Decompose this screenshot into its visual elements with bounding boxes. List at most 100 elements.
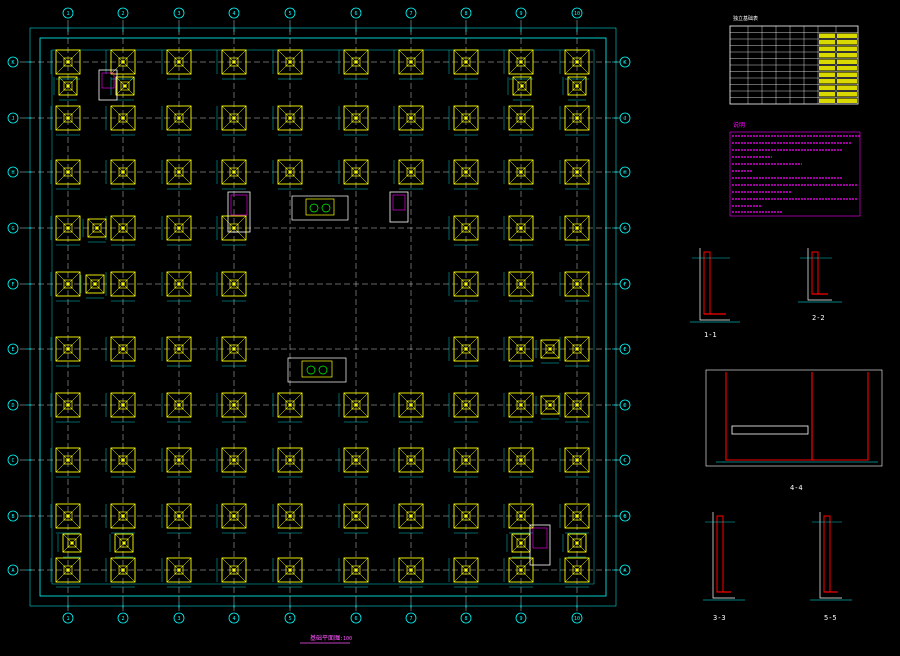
footing-outline <box>564 105 590 131</box>
footing-pad <box>161 159 192 190</box>
column-center <box>409 458 413 462</box>
axis-bubble-col <box>571 7 583 19</box>
column-center <box>66 84 70 88</box>
column-center <box>232 458 236 462</box>
section-wall <box>703 251 711 315</box>
column-stub <box>229 400 239 410</box>
column-stub <box>174 167 184 177</box>
footing-pad <box>161 215 192 246</box>
column-stub <box>351 113 361 123</box>
column-stub <box>572 455 582 465</box>
footing-table-cell-highlight <box>837 40 857 45</box>
footing-pad <box>105 271 136 302</box>
column-center <box>575 60 579 64</box>
column-stub <box>92 223 102 233</box>
axis-bubble-row <box>7 454 19 466</box>
pit-outline <box>98 69 118 101</box>
column-stub <box>229 455 239 465</box>
column-stub <box>461 167 471 177</box>
footing-outline <box>55 336 81 362</box>
column-stub <box>63 511 73 521</box>
pit-outline <box>389 191 409 223</box>
axis-label-row: G <box>11 226 14 232</box>
column-stub <box>516 511 526 521</box>
axis-label-row: C <box>11 458 14 464</box>
footing-outline <box>343 105 369 131</box>
footing-pad <box>503 215 534 246</box>
section-4-4-frame <box>705 369 883 467</box>
pit-inner <box>230 194 248 216</box>
column-center <box>519 403 523 407</box>
column-stub <box>63 344 73 354</box>
column-stub <box>461 400 471 410</box>
sump-pile <box>309 203 319 213</box>
column-stub <box>63 565 73 575</box>
footing-pad <box>161 503 192 534</box>
axis-bubble-col <box>173 7 185 19</box>
footing-pad <box>272 447 303 478</box>
footing-outline <box>564 49 590 75</box>
axis-bubble-row <box>7 343 19 355</box>
footing-outline <box>55 105 81 131</box>
plan-frame <box>39 37 607 597</box>
axis-label-row: H <box>623 170 626 176</box>
section-4-4 <box>705 369 883 467</box>
column-center <box>123 84 127 88</box>
footing-pad <box>105 557 136 588</box>
column-stub <box>461 565 471 575</box>
column-center <box>66 60 70 64</box>
section-wall <box>823 515 831 593</box>
section-label-1-1: 1-1 <box>704 331 717 339</box>
dimension-frame <box>29 27 617 607</box>
special-details <box>98 69 551 566</box>
footing-outline <box>110 271 136 297</box>
column-stub <box>461 57 471 67</box>
axis-label-col: 10 <box>574 11 580 17</box>
column-center <box>548 347 552 351</box>
notes-frame <box>729 131 861 217</box>
axis-bubble-col <box>284 7 296 19</box>
column-stub <box>572 400 582 410</box>
column-center <box>177 116 181 120</box>
section-outline <box>699 248 730 321</box>
footing-pad <box>272 105 303 136</box>
section-drawing <box>798 248 842 303</box>
footing-pad <box>559 271 590 302</box>
footing-pad <box>338 557 369 588</box>
column-stub <box>516 57 526 67</box>
column-center <box>177 458 181 462</box>
footing-pad <box>216 503 247 534</box>
footing-outline <box>221 49 247 75</box>
column-stub <box>572 113 582 123</box>
footing-pad <box>393 105 424 136</box>
axis-bubble-col <box>515 612 527 624</box>
axis-bubble-row <box>619 112 631 124</box>
column-stub <box>63 400 73 410</box>
axis-bubble-row <box>7 564 19 576</box>
footing-table-cell-highlight <box>837 85 857 90</box>
footing-outline <box>110 159 136 185</box>
axis-bubble-row <box>7 56 19 68</box>
column-center <box>354 116 358 120</box>
column-center <box>354 458 358 462</box>
footing-pad <box>216 392 247 423</box>
footing-pad <box>448 105 479 136</box>
footing-pad <box>216 447 247 478</box>
footing-pad <box>448 447 479 478</box>
axis-label-row: A <box>623 568 626 574</box>
column-center <box>288 170 292 174</box>
footing-outline <box>508 271 534 297</box>
axis-label-col: 2 <box>121 616 124 622</box>
axis-label-row: J <box>11 116 14 122</box>
column-stub <box>285 57 295 67</box>
footing-pad <box>448 503 479 534</box>
column-center <box>464 170 468 174</box>
column-center <box>66 282 70 286</box>
footing-pad <box>448 557 479 588</box>
column-center <box>232 568 236 572</box>
column-center <box>575 458 579 462</box>
footing-outline <box>508 49 534 75</box>
axis-bubble-row <box>619 222 631 234</box>
footing-outline <box>166 557 192 583</box>
